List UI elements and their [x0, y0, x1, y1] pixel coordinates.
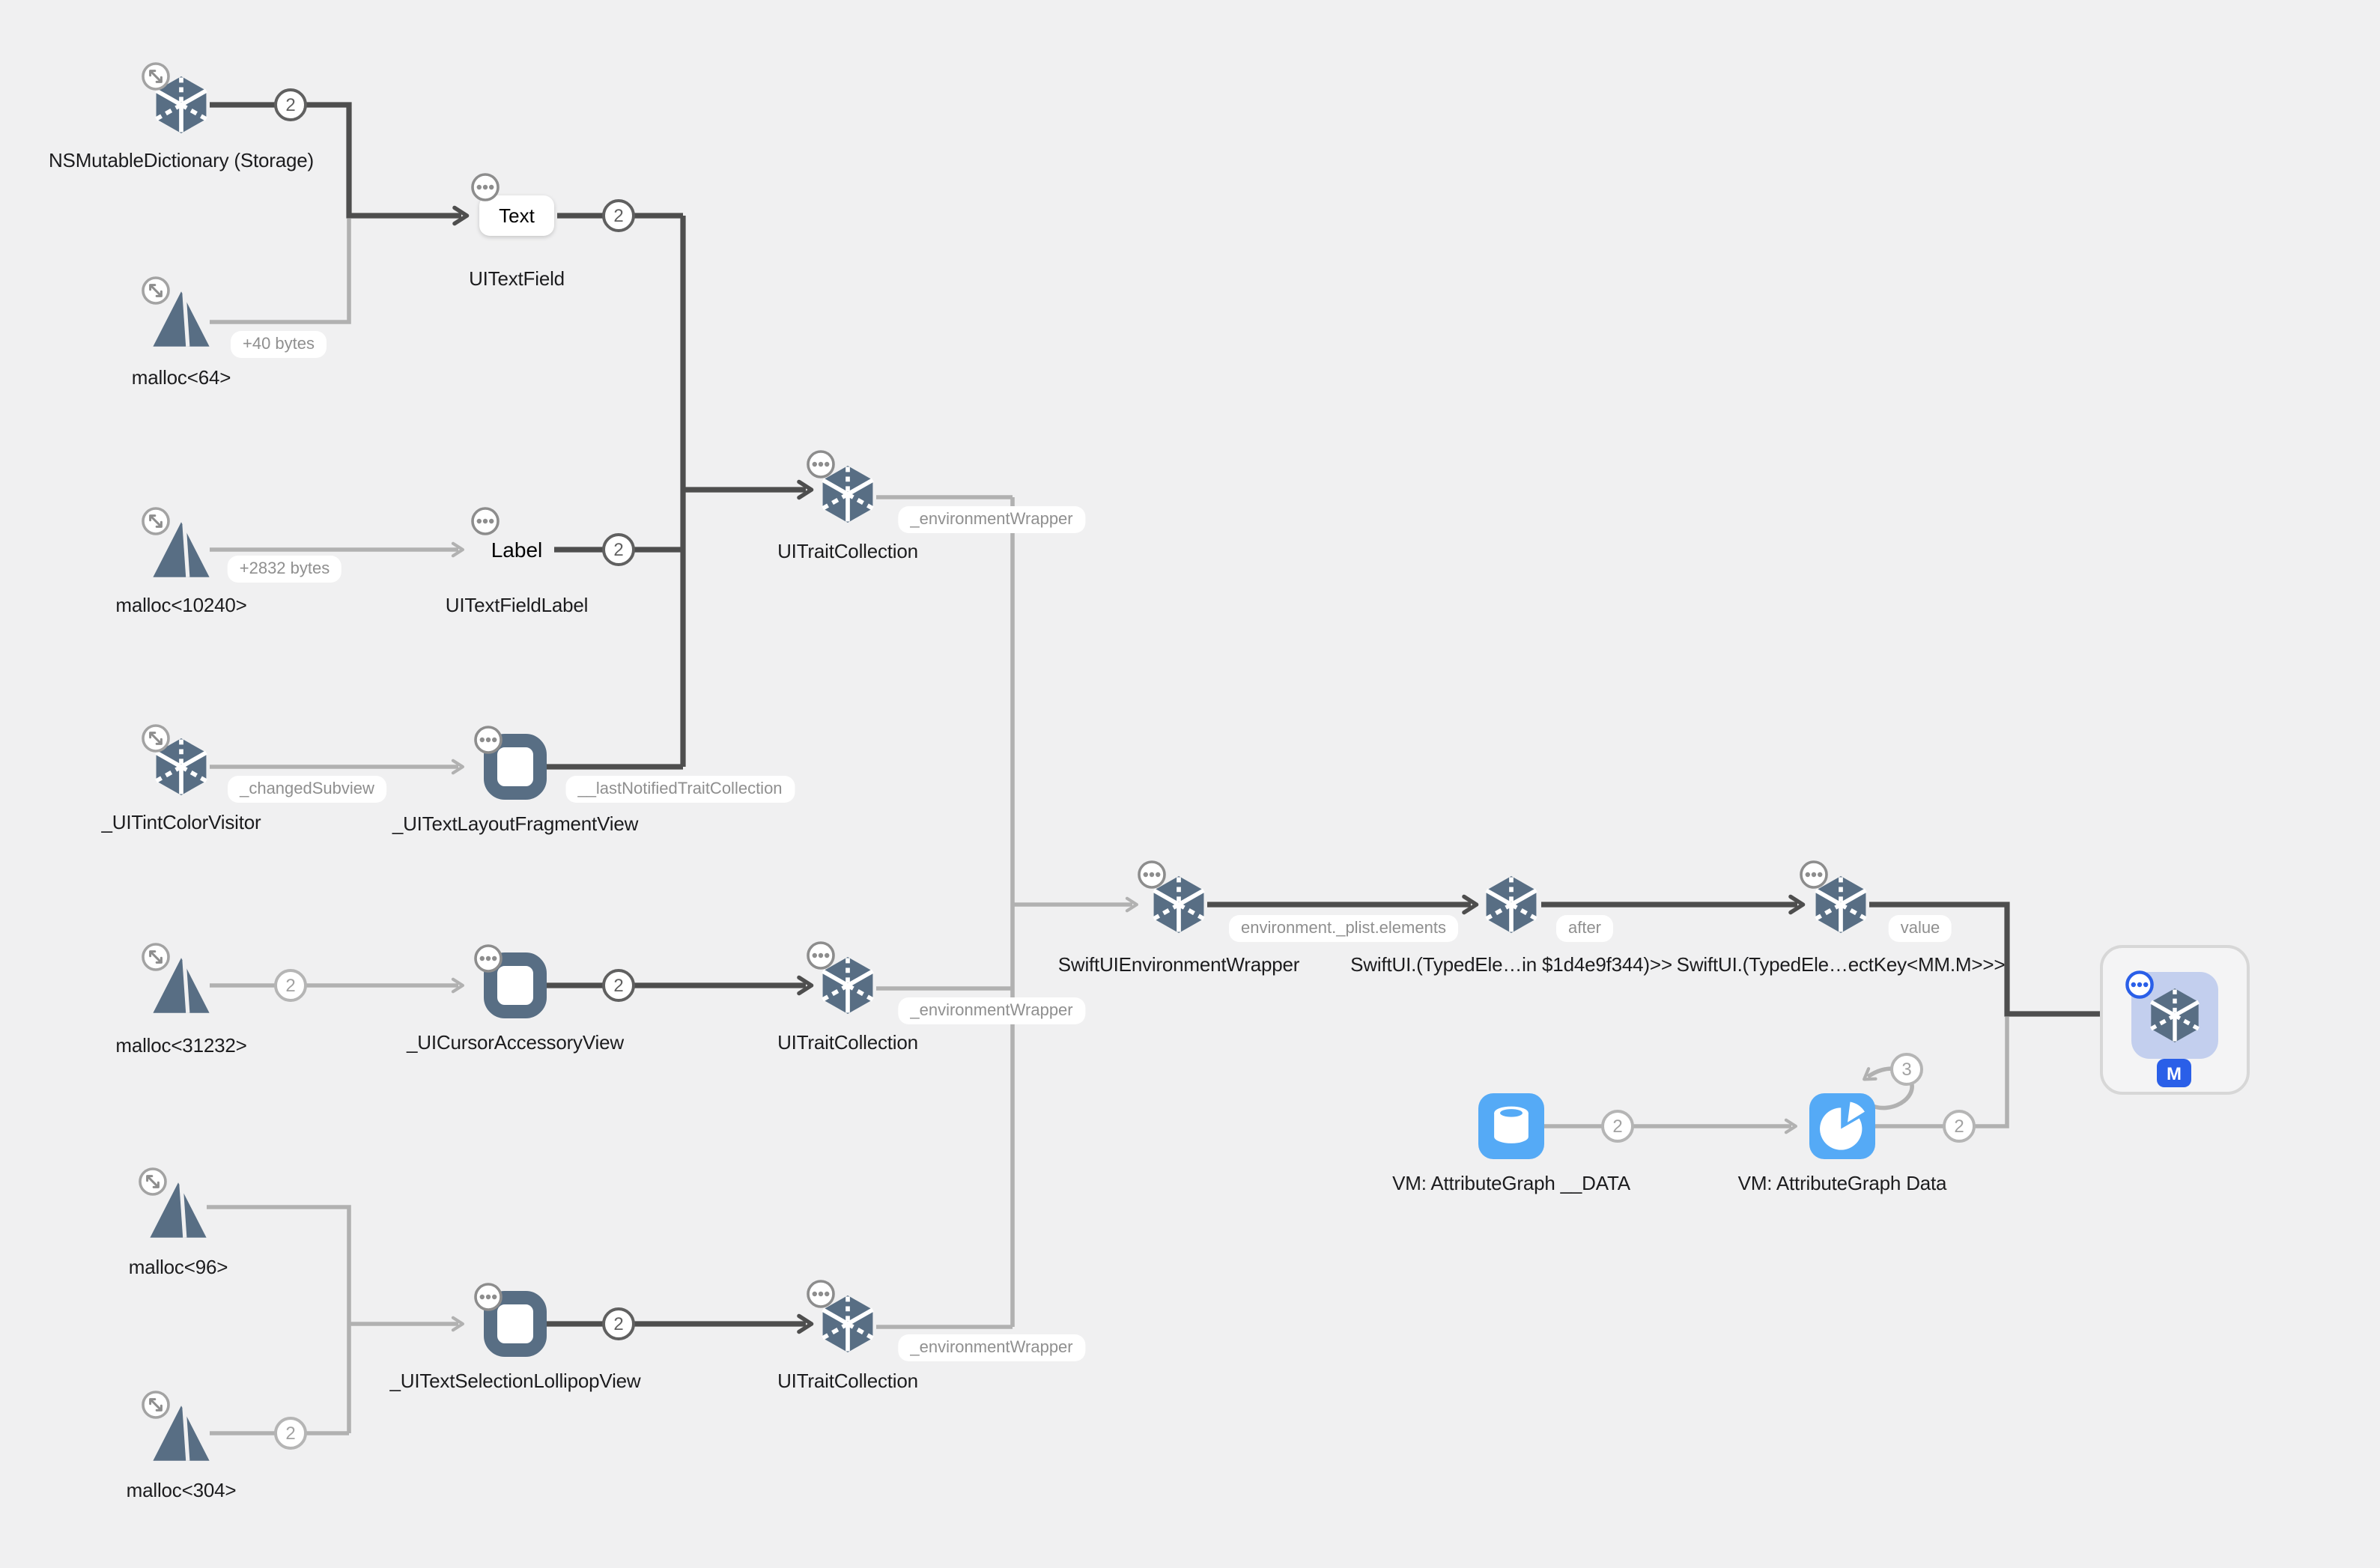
node-label: malloc<10240>	[115, 594, 247, 616]
edge-label-plus-40-bytes: +40 bytes	[230, 331, 327, 358]
label-value-text[interactable]: Label	[491, 538, 543, 562]
ellipsis-badge-icon[interactable]	[807, 450, 835, 478]
node-label: VM: AttributeGraph Data	[1737, 1172, 1947, 1194]
textfield-value-box[interactable]: Text	[479, 195, 554, 236]
reference-count-badge[interactable]: 2	[602, 969, 635, 1002]
view-ring-icon[interactable]	[484, 734, 547, 800]
object-cube-icon[interactable]	[2148, 987, 2202, 1044]
edge-label-last-notified-trait-collection: __lastNotifiedTraitCollection	[565, 776, 795, 803]
edge-label-changed-subview: _changedSubview	[228, 776, 386, 803]
node-label: malloc<31232>	[115, 1034, 247, 1057]
reference-count-badge[interactable]: 2	[274, 969, 307, 1002]
expand-badge-icon[interactable]	[139, 1167, 167, 1196]
ellipsis-badge-icon[interactable]	[471, 507, 500, 535]
module-badge: M	[2157, 1059, 2191, 1087]
vm-region-tile[interactable]	[1809, 1093, 1875, 1159]
node-label: NSMutableDictionary (Storage)	[48, 149, 315, 171]
reference-count-badge[interactable]: 2	[1943, 1110, 1976, 1143]
ellipsis-badge-icon[interactable]	[807, 1280, 835, 1308]
node-label: VM: AttributeGraph __DATA	[1392, 1172, 1630, 1194]
node-label: UITraitCollection	[777, 1370, 918, 1392]
ellipsis-badge-icon[interactable]	[474, 1283, 503, 1311]
selected-node-highlight[interactable]	[2131, 972, 2218, 1059]
node-label: _UITextLayoutFragmentView	[392, 812, 639, 835]
expand-badge-icon[interactable]	[142, 62, 170, 91]
reference-count-badge[interactable]: 2	[602, 199, 635, 232]
node-label: malloc<304>	[126, 1479, 237, 1501]
edge-label-after: after	[1555, 915, 1614, 942]
node-label: malloc<64>	[131, 366, 231, 389]
node-label: malloc<96>	[128, 1256, 228, 1278]
ellipsis-badge-icon[interactable]	[807, 941, 835, 970]
textfield-value: Text	[499, 204, 535, 227]
ellipsis-badge-icon[interactable]	[1800, 860, 1828, 889]
node-label: _UICursorAccessoryView	[407, 1031, 624, 1054]
node-label: UITraitCollection	[777, 540, 918, 562]
expand-badge-icon[interactable]	[142, 507, 170, 535]
edge-label-plus-2832-bytes: +2832 bytes	[227, 556, 342, 583]
reference-count-badge[interactable]: 2	[274, 88, 307, 121]
edge-label-environment-wrapper-3: _environmentWrapper	[898, 1334, 1085, 1361]
edge-label-environment-wrapper-1: _environmentWrapper	[898, 506, 1085, 533]
node-label: _UITextSelectionLollipopView	[389, 1370, 641, 1392]
edge-label-environment-plist-elements: environment._plist.elements	[1229, 915, 1458, 942]
node-label: UITraitCollection	[777, 1031, 918, 1054]
expand-badge-icon[interactable]	[142, 724, 170, 753]
database-cylinder-icon	[1494, 1106, 1529, 1143]
node-label: _UITintColorVisitor	[101, 811, 261, 833]
ellipsis-badge-icon[interactable]	[474, 726, 503, 754]
edge-label-value: value	[1888, 915, 1952, 942]
ellipsis-badge-icon[interactable]	[474, 944, 503, 973]
node-label: UITextField	[469, 267, 565, 290]
reference-count-badge[interactable]: 2	[602, 1307, 635, 1340]
node-label: UITextFieldLabel	[445, 594, 589, 616]
self-reference-count-badge[interactable]: 3	[1890, 1053, 1923, 1086]
object-cube-icon[interactable]	[1483, 875, 1540, 935]
ellipsis-badge-icon[interactable]	[471, 173, 500, 201]
reference-count-badge[interactable]: 2	[602, 533, 635, 566]
vm-region-tile[interactable]	[1478, 1093, 1544, 1159]
ellipsis-badge-blue-icon[interactable]	[2125, 970, 2154, 999]
edge-label-environment-wrapper-2: _environmentWrapper	[898, 997, 1085, 1024]
expand-badge-icon[interactable]	[142, 1391, 170, 1419]
selected-node-card[interactable]: M	[2100, 945, 2250, 1095]
node-label: SwiftUI.(TypedEle…in $1d4e9f344)>>	[1350, 953, 1672, 976]
reference-count-badge[interactable]: 2	[1601, 1110, 1634, 1143]
expand-badge-icon[interactable]	[142, 943, 170, 971]
expand-badge-icon[interactable]	[142, 276, 170, 305]
pie-chart-icon	[1820, 1101, 1865, 1150]
node-label: SwiftUIEnvironmentWrapper	[1057, 953, 1300, 976]
ellipsis-badge-icon[interactable]	[1138, 860, 1166, 889]
reference-count-badge[interactable]: 2	[274, 1417, 307, 1450]
node-label: SwiftUI.(TypedEle…ectKey<MM.M>>>	[1676, 953, 2006, 976]
